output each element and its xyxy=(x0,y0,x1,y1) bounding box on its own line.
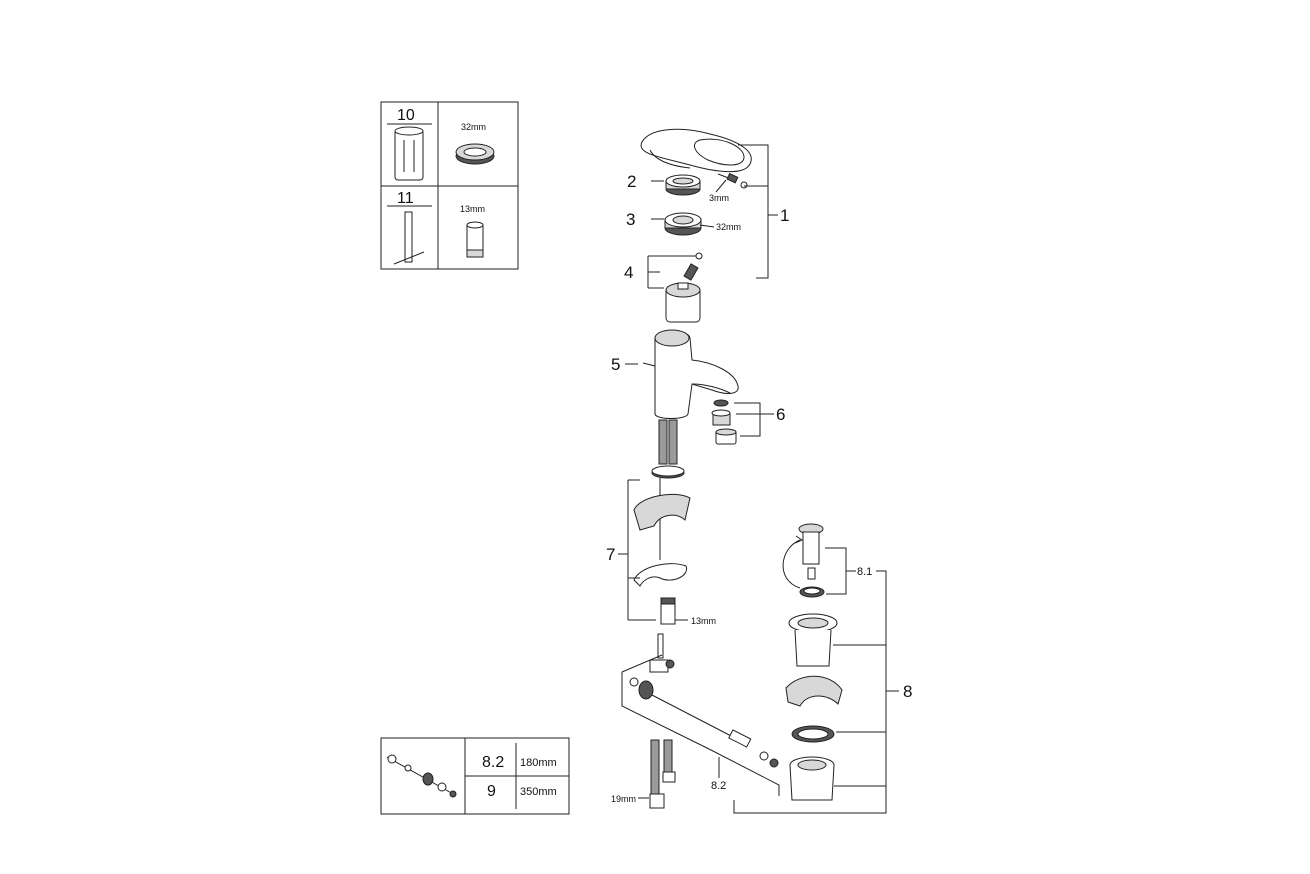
dim-32mm-nut: 32mm xyxy=(716,222,741,232)
dim-13mm-stem: 13mm xyxy=(691,616,716,626)
lever-handle xyxy=(640,128,752,189)
callout-5: 5 xyxy=(611,355,620,374)
cartridge xyxy=(665,252,703,323)
length-table: 8.2 180mm 9 350mm xyxy=(380,737,570,815)
tool-table-size-13mm: 13mm xyxy=(460,204,485,214)
tool-table-part-10: 10 xyxy=(397,107,415,124)
length-table-part-8-2: 8.2 xyxy=(482,754,504,771)
length-table-length-350mm: 350mm xyxy=(520,786,557,798)
faucet-body xyxy=(642,329,739,419)
dim-19mm: 19mm xyxy=(611,794,636,804)
pop-up-plug xyxy=(782,523,825,598)
cartridge-tool-icon xyxy=(394,126,424,181)
callout-7: 7 xyxy=(606,545,615,564)
callout-3: 3 xyxy=(626,210,635,229)
connecting-rod-icon xyxy=(386,754,457,798)
callout-1: 1 xyxy=(780,206,789,225)
callout-8-1: 8.1 xyxy=(857,566,872,578)
aerator xyxy=(711,399,737,445)
flexible-hoses-bottom xyxy=(649,739,676,809)
callout-4: 4 xyxy=(624,263,633,282)
pop-up-rod-assembly xyxy=(629,633,779,768)
retaining-nut xyxy=(664,212,702,236)
cap-ring xyxy=(665,174,701,196)
ring-tool-icon xyxy=(455,143,495,165)
hex-key-tool-icon xyxy=(393,211,425,265)
callout-6: 6 xyxy=(776,405,785,424)
mounting-kit xyxy=(633,465,691,625)
flexible-hoses-top xyxy=(658,419,678,465)
callout-2: 2 xyxy=(627,172,636,191)
tool-table: 10 32mm 11 13mm xyxy=(380,101,519,270)
length-table-length-180mm: 180mm xyxy=(520,757,557,769)
socket-tool-icon xyxy=(466,221,484,258)
dim-3mm: 3mm xyxy=(709,193,729,203)
length-table-part-9: 9 xyxy=(487,783,496,800)
callout-8: 8 xyxy=(903,682,912,701)
drain-body xyxy=(785,613,843,801)
tool-table-part-11: 11 xyxy=(397,190,414,207)
callout-8-2: 8.2 xyxy=(711,780,726,792)
tool-table-size-32mm: 32mm xyxy=(461,122,486,132)
